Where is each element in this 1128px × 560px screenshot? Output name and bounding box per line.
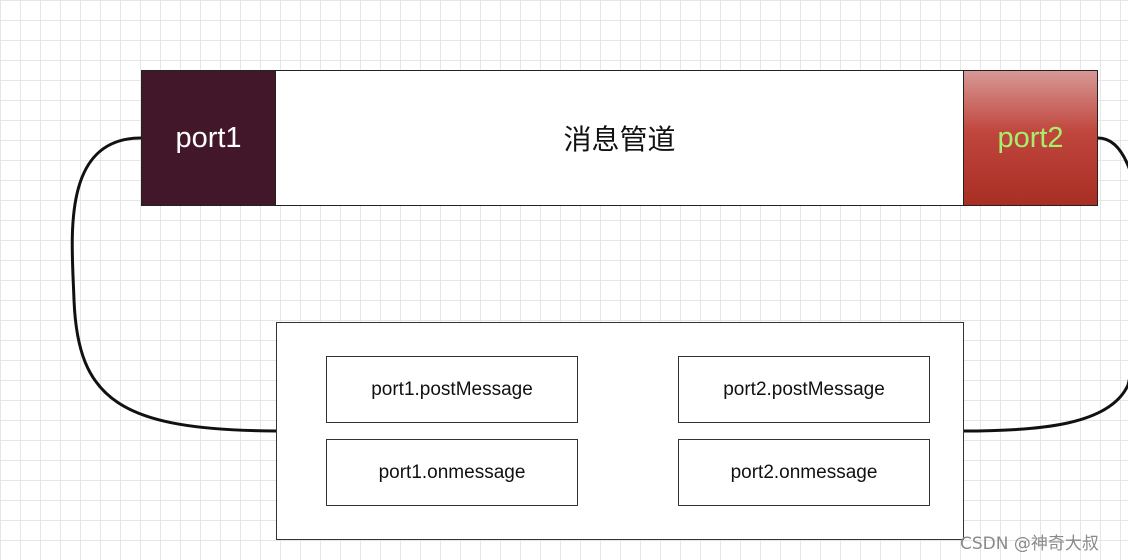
message-pipe-label: 消息管道: [563, 123, 676, 156]
port1-connector-curve: [70, 136, 277, 433]
watermark: CSDN @神奇大叔: [960, 534, 1099, 554]
port1-box: port1: [141, 70, 276, 206]
port2-connector-curve: [962, 136, 1128, 433]
port2-postmessage-box: port2.postMessage: [678, 356, 930, 423]
port1-onmessage-box: port1.onmessage: [326, 439, 578, 506]
methods-container: [276, 322, 964, 540]
message-pipe: [141, 70, 1098, 206]
port2-onmessage-box: port2.onmessage: [678, 439, 930, 506]
port1-postmessage-box: port1.postMessage: [326, 356, 578, 423]
port2-box: port2: [963, 70, 1098, 206]
